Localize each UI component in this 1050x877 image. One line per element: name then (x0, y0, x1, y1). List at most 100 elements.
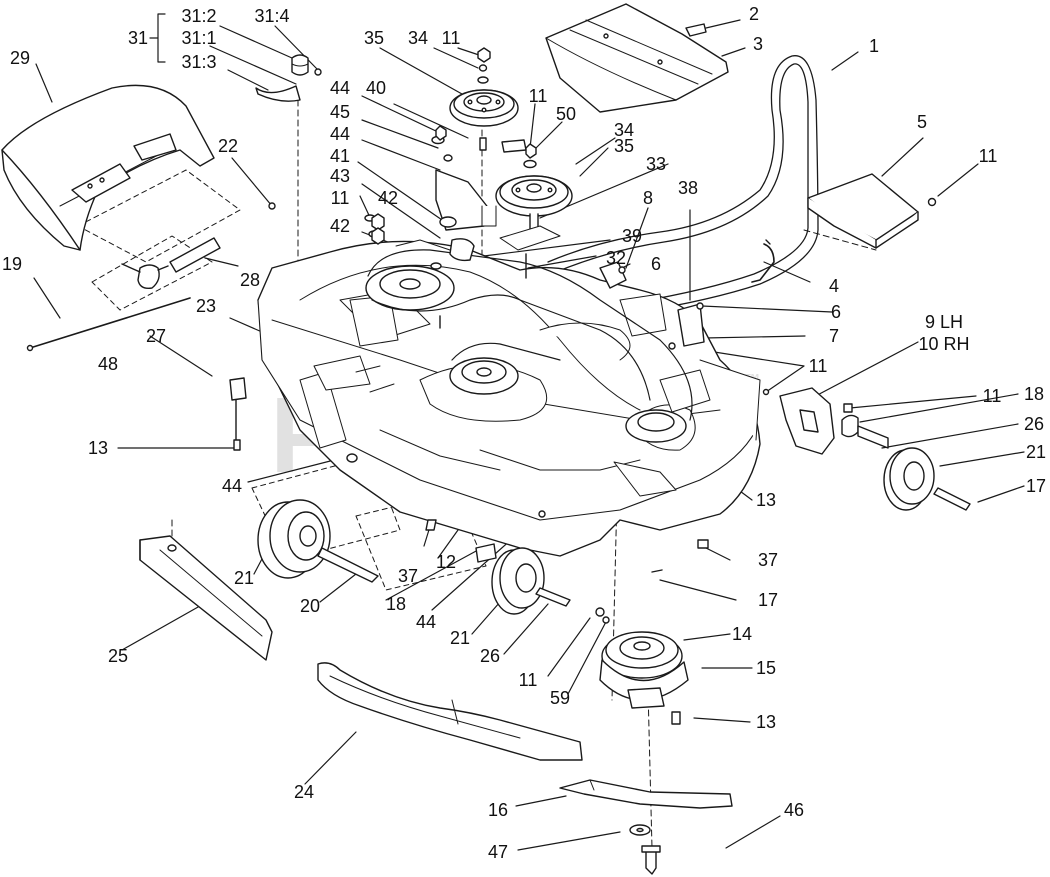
front-wheel-left-part-21 (257, 499, 379, 583)
callout-44d: 44 (415, 612, 437, 632)
callout-37a: 37 (397, 566, 419, 586)
callout-48: 48 (97, 354, 119, 374)
belt-guard-part-5 (807, 173, 937, 249)
callout-46: 46 (783, 800, 805, 820)
callout-18b: 18 (385, 594, 407, 614)
bolt-part-46 (641, 845, 661, 875)
callout-11f: 11 (982, 386, 1002, 406)
callout-13a: 13 (87, 438, 109, 458)
callout-4: 4 (828, 276, 840, 296)
mower-deck-part-23 (257, 240, 761, 557)
callout-24: 24 (293, 782, 315, 802)
callout-47: 47 (487, 842, 509, 862)
callout-21a: 21 (1025, 442, 1047, 462)
callout-59: 59 (549, 688, 571, 708)
callout-44c: 44 (221, 476, 243, 496)
deck-belt (367, 249, 693, 421)
callout-2: 2 (748, 4, 760, 24)
bracket-parts-6-7-8-38 (599, 261, 705, 350)
callout-19: 19 (1, 254, 23, 274)
hardware-part-48-13 (229, 377, 247, 451)
callout-15: 15 (755, 658, 777, 678)
callout-8: 8 (642, 188, 654, 208)
callout-17a: 17 (1025, 476, 1047, 496)
callout-34a: 34 (407, 28, 429, 48)
callout-21b: 21 (233, 568, 255, 588)
callout-22: 22 (217, 136, 239, 156)
knob-part-31 (255, 54, 322, 102)
callout-37b: 37 (757, 550, 779, 570)
callout-34b: 34 (613, 120, 635, 140)
callout-13b: 13 (755, 490, 777, 510)
callout-6b: 6 (830, 302, 842, 322)
callout-39: 39 (621, 226, 643, 246)
spindle-housing-part-15 (599, 659, 689, 725)
front-shield-part-24 (317, 662, 583, 761)
callout-40: 40 (365, 78, 387, 98)
callout-6a: 6 (650, 254, 662, 274)
callout-32: 32 (605, 248, 627, 268)
callout-33: 33 (645, 154, 667, 174)
callout-44a: 44 (329, 78, 351, 98)
callout-42a: 42 (377, 188, 399, 208)
rod-part-4 (751, 239, 775, 283)
callout-31-3: 31:3 (181, 52, 217, 72)
blade-part-16 (559, 779, 733, 809)
deck-spindle-pulleys (365, 265, 687, 443)
callout-14: 14 (731, 624, 753, 644)
callout-31-2: 31:2 (181, 6, 217, 26)
callout-31-4: 31:4 (254, 6, 290, 26)
small-fasteners (268, 47, 537, 245)
wheel-bracket-part-9-10 (762, 387, 853, 455)
callout-21c: 21 (449, 628, 471, 648)
callout-13c: 13 (755, 712, 777, 732)
right-wheel-assembly (841, 414, 971, 511)
callout-31: 31 (127, 28, 149, 48)
callout-26b: 26 (479, 646, 501, 666)
spacers-parts-12-18-37-44 (346, 453, 709, 624)
spindle-pulley-part-14 (601, 631, 683, 679)
callout-9lh: 9 LH (924, 312, 964, 332)
washer-part-47 (629, 824, 651, 836)
callout-17b: 17 (757, 590, 779, 610)
callout-44b: 44 (329, 124, 351, 144)
idler-arm-assembly (364, 135, 561, 329)
callout-5: 5 (916, 112, 928, 132)
callout-42b: 42 (329, 216, 351, 236)
hinge-spring-parts-27-28-19 (26, 237, 221, 352)
callout-11c: 11 (978, 146, 998, 166)
callout-28: 28 (239, 270, 261, 290)
callout-43: 43 (329, 166, 351, 186)
callout-38: 38 (677, 178, 699, 198)
washer-part-34-top (477, 64, 489, 84)
callout-18a: 18 (1023, 384, 1045, 404)
callout-16: 16 (487, 800, 509, 820)
callout-25: 25 (107, 646, 129, 666)
callout-35b: 35 (613, 136, 635, 156)
idler-pulley-part-35-top (449, 89, 519, 127)
callout-45: 45 (329, 102, 351, 122)
callout-27: 27 (145, 326, 167, 346)
callout-7: 7 (828, 326, 840, 346)
callout-41: 41 (329, 146, 351, 166)
grass-chute-cover-part-29 (1, 84, 215, 251)
callout-31-1: 31:1 (181, 28, 217, 48)
callout-23: 23 (195, 296, 217, 316)
callout-10rh: 10 RH (918, 334, 970, 354)
callout-11a: 11 (441, 28, 461, 48)
callout-12: 12 (435, 552, 457, 572)
callout-11g: 11 (518, 670, 538, 690)
callout-35a: 35 (363, 28, 385, 48)
callout-11e: 11 (808, 356, 828, 376)
idler-pulley-part-35-lower (495, 148, 573, 233)
callout-11d: 11 (330, 188, 350, 208)
callout-29: 29 (9, 48, 31, 68)
belt-cover-part-3 (545, 3, 729, 113)
callout-50: 50 (555, 104, 577, 124)
callout-20: 20 (299, 596, 321, 616)
callout-1: 1 (868, 36, 880, 56)
baffle-part-25 (139, 535, 273, 661)
callout-11b: 11 (528, 86, 548, 106)
